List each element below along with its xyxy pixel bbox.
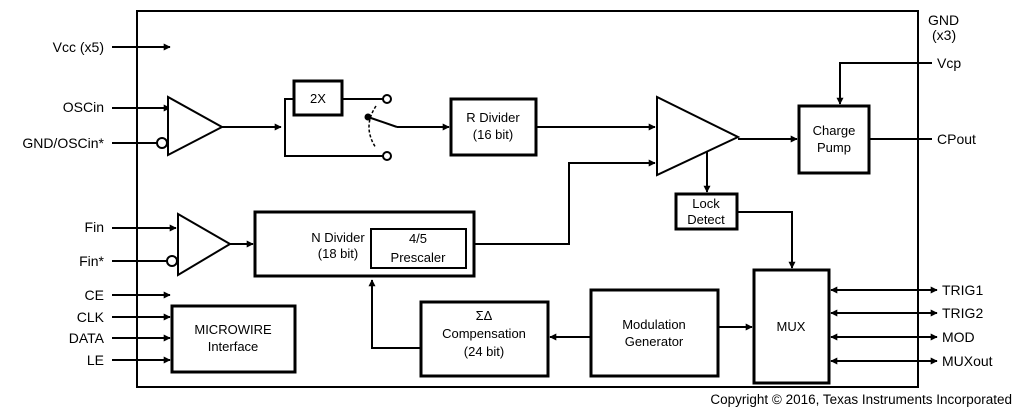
pin-label-ce: CE — [85, 287, 104, 303]
lock-to-mux-wire — [737, 211, 796, 269]
pin-label-le: LE — [87, 352, 104, 368]
n-divider-feedback-wire — [474, 159, 656, 245]
r-divider-label: R Divider — [466, 110, 520, 125]
charge-pump-block — [797, 104, 871, 175]
sigma-delta-bits: (24 bit) — [464, 344, 504, 359]
mux-block — [752, 268, 831, 385]
pin-label-gnd-oscin-star: GND/OSCin* — [22, 135, 104, 151]
oscin-inversion-bubble — [156, 137, 168, 149]
sigma-delta-block — [419, 300, 550, 378]
prescaler-label: Prescaler — [391, 250, 447, 265]
mux-label: MUX — [777, 319, 806, 334]
r-divider-block — [449, 97, 538, 157]
fin-buffer — [177, 212, 232, 277]
sigma-delta-label: Compensation — [442, 326, 526, 341]
lock-detect-block — [674, 192, 739, 231]
charge-pump-label-2: Pump — [817, 140, 851, 155]
copyright-notice: Copyright © 2016, Texas Instruments Inco… — [710, 392, 1012, 407]
pin-label-fin-star: Fin* — [79, 253, 104, 269]
vcp-wire — [836, 62, 932, 105]
switch-blade — [367, 116, 398, 128]
pin-label-mod: MOD — [942, 329, 975, 345]
pin-label-vcc: Vcc (x5) — [53, 39, 104, 55]
lock-detect-label-2: Detect — [687, 212, 725, 227]
prescaler-ratio: 4/5 — [409, 231, 427, 246]
sigma-delta-to-n-wire — [368, 279, 421, 349]
pin-label-cpout: CPout — [937, 131, 976, 147]
oscin-buffer — [167, 95, 225, 157]
doubler-label: 2X — [310, 91, 326, 106]
microwire-block — [170, 304, 297, 374]
doubler-block — [292, 79, 344, 117]
pin-label-fin: Fin — [85, 219, 104, 235]
phase-detector — [656, 95, 741, 177]
fin-inversion-bubble — [166, 255, 178, 267]
switch-arc — [368, 105, 377, 149]
switch-contact-top — [382, 94, 392, 104]
pin-label-data: DATA — [69, 330, 105, 346]
r-divider-bits: (16 bit) — [473, 127, 513, 142]
lock-detect-label-1: Lock — [692, 196, 720, 211]
pin-label-trig2: TRIG2 — [942, 305, 983, 321]
modulation-label-1: Modulation — [622, 317, 686, 332]
prescaler-block — [370, 228, 467, 269]
pin-label-vcp: Vcp — [937, 55, 961, 71]
pin-label-gnd: GND — [928, 12, 959, 28]
doubler-path — [284, 98, 294, 127]
pin-label-clk: CLK — [77, 309, 105, 325]
pin-label-muxout: MUXout — [942, 353, 993, 369]
sigma-delta-symbol: ΣΔ — [476, 308, 493, 323]
switch-contact-bottom — [382, 151, 392, 161]
pin-label-oscin: OSCin — [63, 99, 104, 115]
pin-label-trig1: TRIG1 — [942, 282, 983, 298]
bypass-path — [284, 127, 383, 157]
n-divider-bits: (18 bit) — [318, 246, 358, 261]
pin-label-gnd-count: (x3) — [932, 27, 956, 43]
chip-outline — [136, 10, 919, 388]
modulation-label-2: Generator — [625, 334, 684, 349]
n-divider-label: N Divider — [311, 230, 365, 245]
modulation-generator-block — [589, 288, 720, 378]
microwire-label-1: MICROWIRE — [194, 322, 272, 337]
microwire-label-2: Interface — [208, 339, 259, 354]
charge-pump-label-1: Charge — [813, 123, 856, 138]
